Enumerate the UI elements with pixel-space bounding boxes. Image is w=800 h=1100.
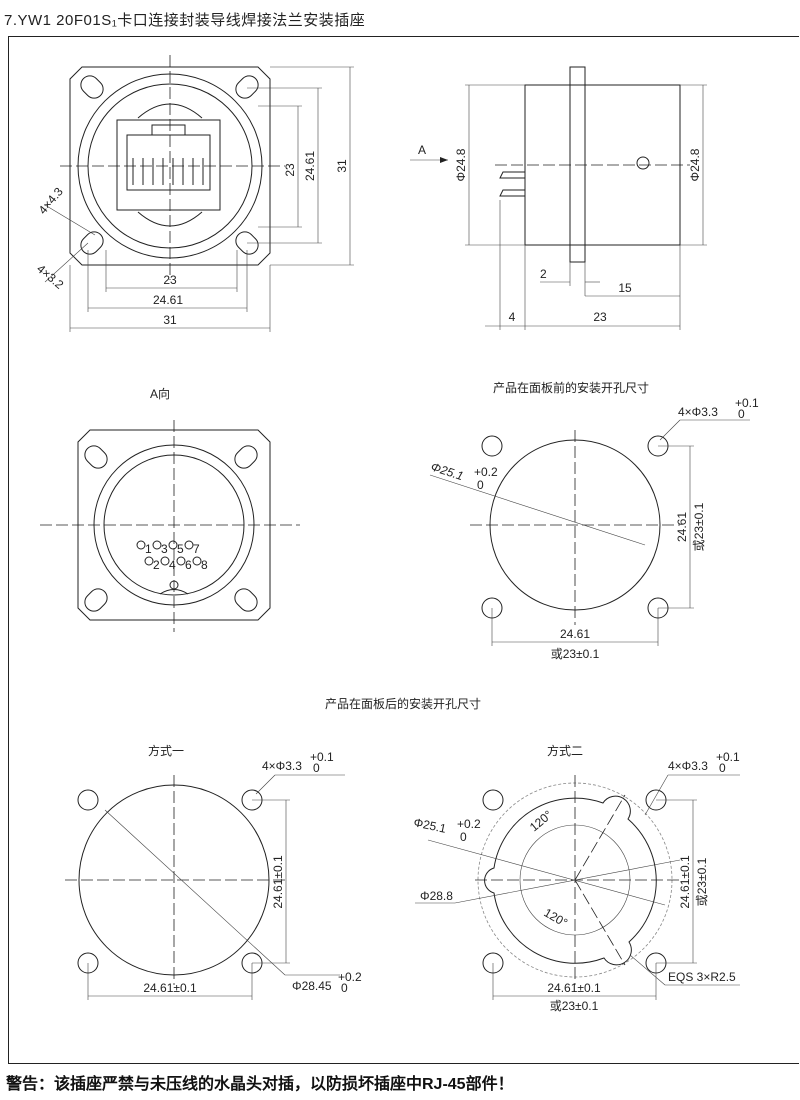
front-dim-v-23: 23 xyxy=(283,163,297,177)
front-dim-h-24-61: 24.61 xyxy=(153,293,183,307)
pin-1: 1 xyxy=(145,542,152,556)
side-dia-right: Φ24.8 xyxy=(688,148,702,181)
panel-front-title: 产品在面板前的安装开孔尺寸 xyxy=(493,380,649,395)
front-dim-h-23: 23 xyxy=(163,273,177,287)
front-dim-v-24-61: 24.61 xyxy=(303,151,317,181)
drawing-frame xyxy=(8,36,799,1064)
method-2-cutout: 方式二 4×Φ3.3 +0.1 0 Φ25.1 +0.2 0 Φ28.8 120… xyxy=(412,743,740,1013)
method-1-dia-tol-up: +0.2 xyxy=(338,970,362,984)
method-2-notch: EQS 3×R2.5 xyxy=(668,970,736,984)
pin-4: 4 xyxy=(169,558,176,572)
side-dim-4: 4 xyxy=(509,310,516,324)
a-view: A向 1 2 3 4 5 6 7 8 xyxy=(40,386,300,632)
method-2-title: 方式二 xyxy=(547,743,583,758)
side-view: A Φ24.8 Φ24.8 2 15 4 23 xyxy=(410,66,707,330)
method-2-holes: 4×Φ3.3 xyxy=(668,759,708,773)
document-title: 7.YW1 20F01S₁卡口连接封装导线焊接法兰安装插座 xyxy=(4,12,366,29)
panel-front-dia-tol-up: +0.2 xyxy=(474,465,498,479)
method-1-dia: Φ28.45 xyxy=(292,979,332,993)
method-2-dim-v: 24.61±0.1 xyxy=(678,855,692,909)
method-1-title: 方式一 xyxy=(148,743,184,758)
front-view: 23 24.61 31 23 24.61 31 4×4.3 4×3.2 xyxy=(34,55,354,332)
front-dim-h-31: 31 xyxy=(163,313,177,327)
panel-front-cutout: 产品在面板前的安装开孔尺寸 4×Φ3.3 +0.1 0 Φ25.1 +0.2 0… xyxy=(429,380,759,661)
method-2-dim-v-alt: 或23±0.1 xyxy=(695,857,709,906)
side-dim-23: 23 xyxy=(593,310,607,324)
method-2-holes-tol-low: 0 xyxy=(719,761,726,775)
warning-note: 警告：该插座严禁与未压线的水晶头对插，以防损坏插座中RJ-45部件！ xyxy=(6,1076,514,1093)
method-2-dim-h-alt: 或23±0.1 xyxy=(550,999,599,1013)
method-1-holes-tol-up: +0.1 xyxy=(310,750,334,764)
pin-2: 2 xyxy=(153,558,160,572)
side-dia-left: Φ24.8 xyxy=(454,148,468,181)
method-2-dia-outer: Φ28.8 xyxy=(420,889,453,903)
pin-6: 6 xyxy=(185,558,192,572)
front-dim-v-31: 31 xyxy=(335,159,349,173)
hole-note-4x4-3: 4×4.3 xyxy=(36,184,66,217)
panel-front-dia: Φ25.1 xyxy=(429,460,465,484)
method-1-dia-tol-low: 0 xyxy=(341,981,348,995)
a-view-title: A向 xyxy=(150,386,170,401)
pin-5: 5 xyxy=(177,542,184,556)
side-dim-2: 2 xyxy=(540,267,547,281)
side-dim-15: 15 xyxy=(618,281,632,295)
method-1-holes-tol-low: 0 xyxy=(313,761,320,775)
panel-front-holes-tol-up: +0.1 xyxy=(735,396,759,410)
panel-rear-title: 产品在面板后的安装开孔尺寸 xyxy=(325,696,481,711)
method-2-holes-tol-up: +0.1 xyxy=(716,750,740,764)
view-arrow-label: A xyxy=(418,143,426,157)
panel-front-holes: 4×Φ3.3 xyxy=(678,405,718,419)
method-2-dia-tol-low: 0 xyxy=(460,830,467,844)
pin-3: 3 xyxy=(161,542,168,556)
method-1-cutout: 方式一 4×Φ3.3 +0.1 0 24.61±0.1 24.61±0.1 Φ2… xyxy=(65,743,362,1000)
method-1-dim-v: 24.61±0.1 xyxy=(271,855,285,909)
method-2-dia-tol-up: +0.2 xyxy=(457,817,481,831)
panel-front-holes-tol-low: 0 xyxy=(738,407,745,421)
panel-front-dia-tol-low: 0 xyxy=(477,478,484,492)
method-2-dim-h: 24.61±0.1 xyxy=(547,981,601,995)
method-2-dia: Φ25.1 xyxy=(412,815,447,836)
pin-8: 8 xyxy=(201,558,208,572)
hole-note-4x3-2: 4×3.2 xyxy=(34,262,67,292)
panel-front-dim-v: 24.61 xyxy=(675,512,689,542)
panel-front-dim-h: 24.61 xyxy=(560,627,590,641)
panel-front-dim-v-alt: 或23±0.1 xyxy=(692,502,706,551)
method-1-holes: 4×Φ3.3 xyxy=(262,759,302,773)
panel-front-dim-h-alt: 或23±0.1 xyxy=(551,647,600,661)
pin-7: 7 xyxy=(193,542,200,556)
method-1-dim-h: 24.61±0.1 xyxy=(143,981,197,995)
